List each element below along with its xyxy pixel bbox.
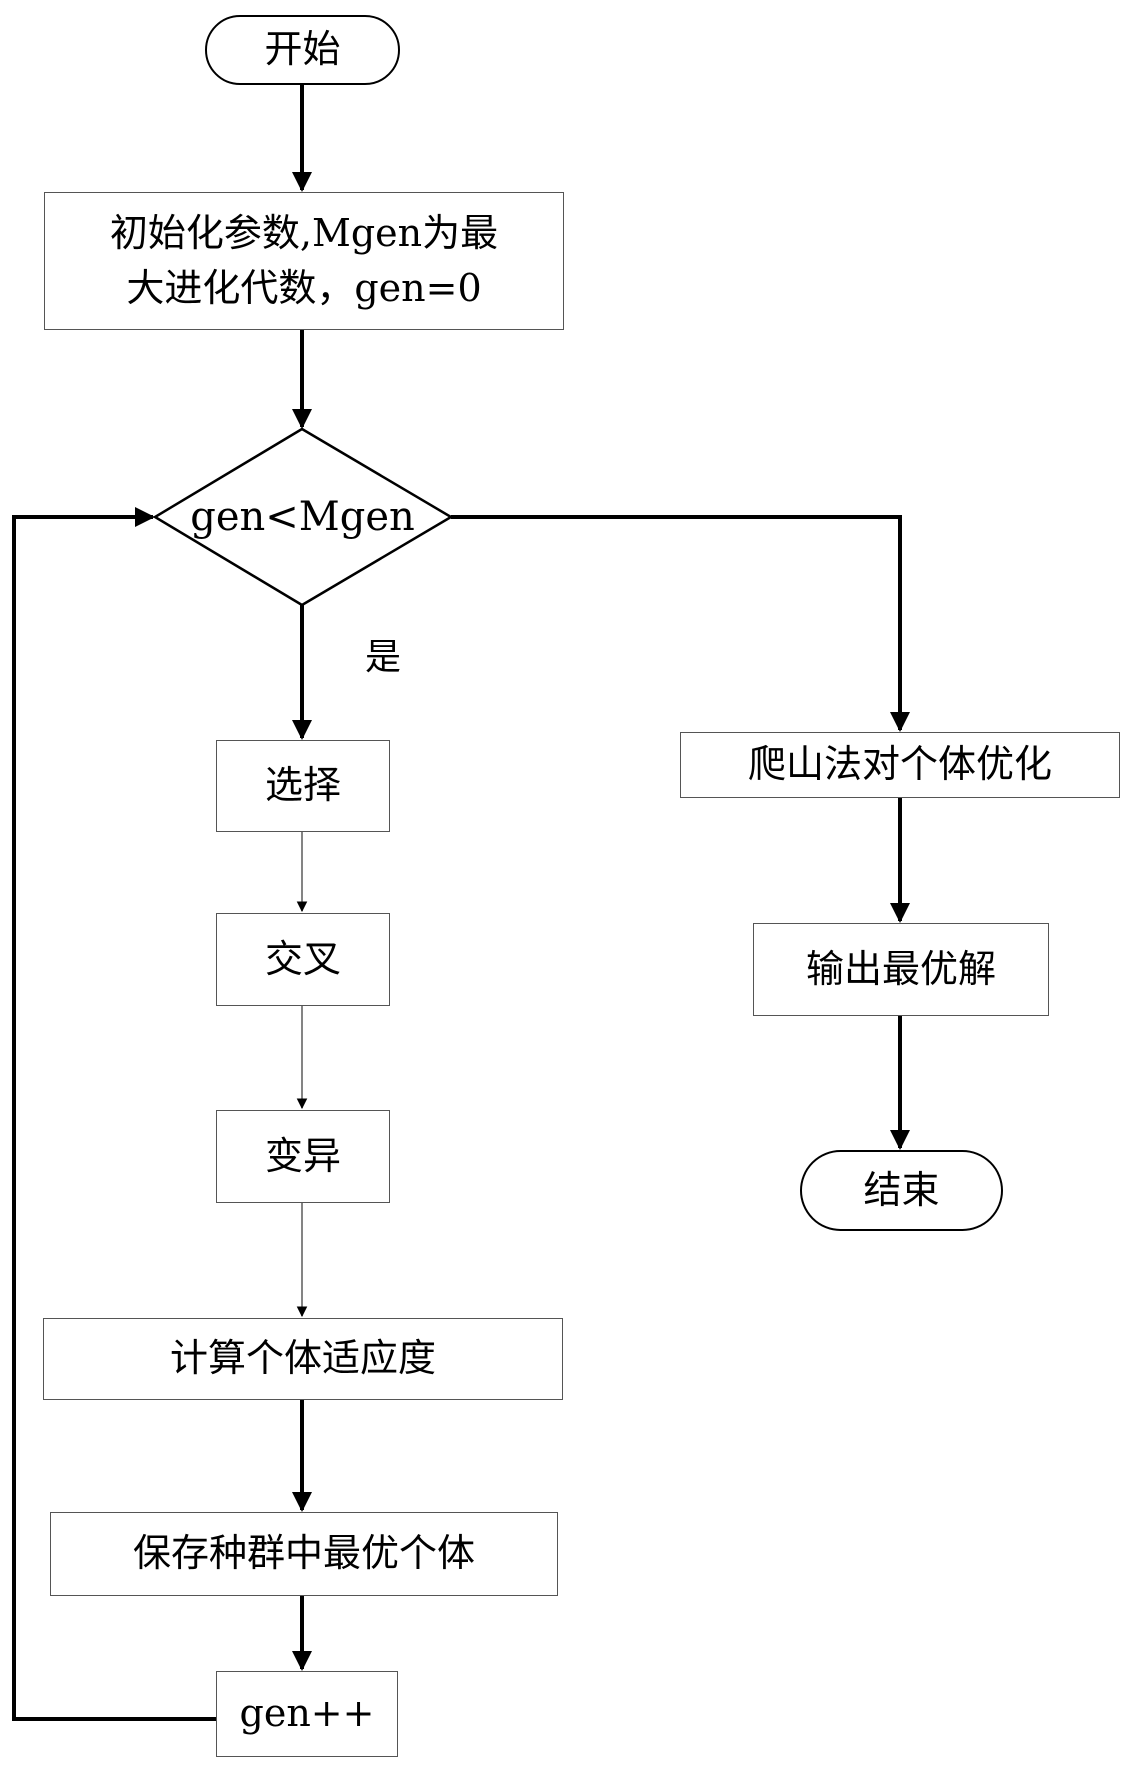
increment-label: gen++ (239, 1691, 375, 1736)
decision-condition: gen<Mgen (170, 487, 435, 547)
save-best-box: 保存种群中最优个体 (50, 1512, 558, 1596)
arrow-loop-back (12, 507, 216, 1721)
fitness-box: 计算个体适应度 (43, 1318, 563, 1400)
save-best-label: 保存种群中最优个体 (132, 1531, 475, 1576)
crossover-box: 交叉 (216, 913, 390, 1006)
fitness-label: 计算个体适应度 (169, 1336, 436, 1381)
init-line-2: 大进化代数，gen=0 (126, 266, 482, 310)
mutation-label: 变异 (264, 1133, 341, 1178)
hill-climb-box: 爬山法对个体优化 (680, 732, 1120, 798)
start-terminal: 开始 (205, 15, 400, 85)
init-params-box: 初始化参数,Mgen为最 大进化代数，gen=0 (44, 192, 564, 330)
selection-label: 选择 (264, 763, 341, 808)
output-box: 输出最优解 (753, 923, 1049, 1016)
yes-label: 是 (365, 637, 402, 678)
end-terminal: 结束 (800, 1150, 1003, 1231)
init-line-1: 初始化参数,Mgen为最 (109, 210, 499, 255)
decision-label: gen<Mgen (190, 494, 415, 540)
crossover-label: 交叉 (264, 936, 341, 981)
end-label: 结束 (863, 1167, 940, 1212)
selection-box: 选择 (216, 740, 390, 832)
increment-box: gen++ (216, 1671, 398, 1757)
hill-climb-label: 爬山法对个体优化 (747, 742, 1052, 787)
start-label: 开始 (264, 27, 341, 72)
output-label: 输出最优解 (805, 946, 996, 991)
mutation-box: 变异 (216, 1110, 390, 1203)
arrow-decision-to-hillclimb (451, 515, 910, 732)
